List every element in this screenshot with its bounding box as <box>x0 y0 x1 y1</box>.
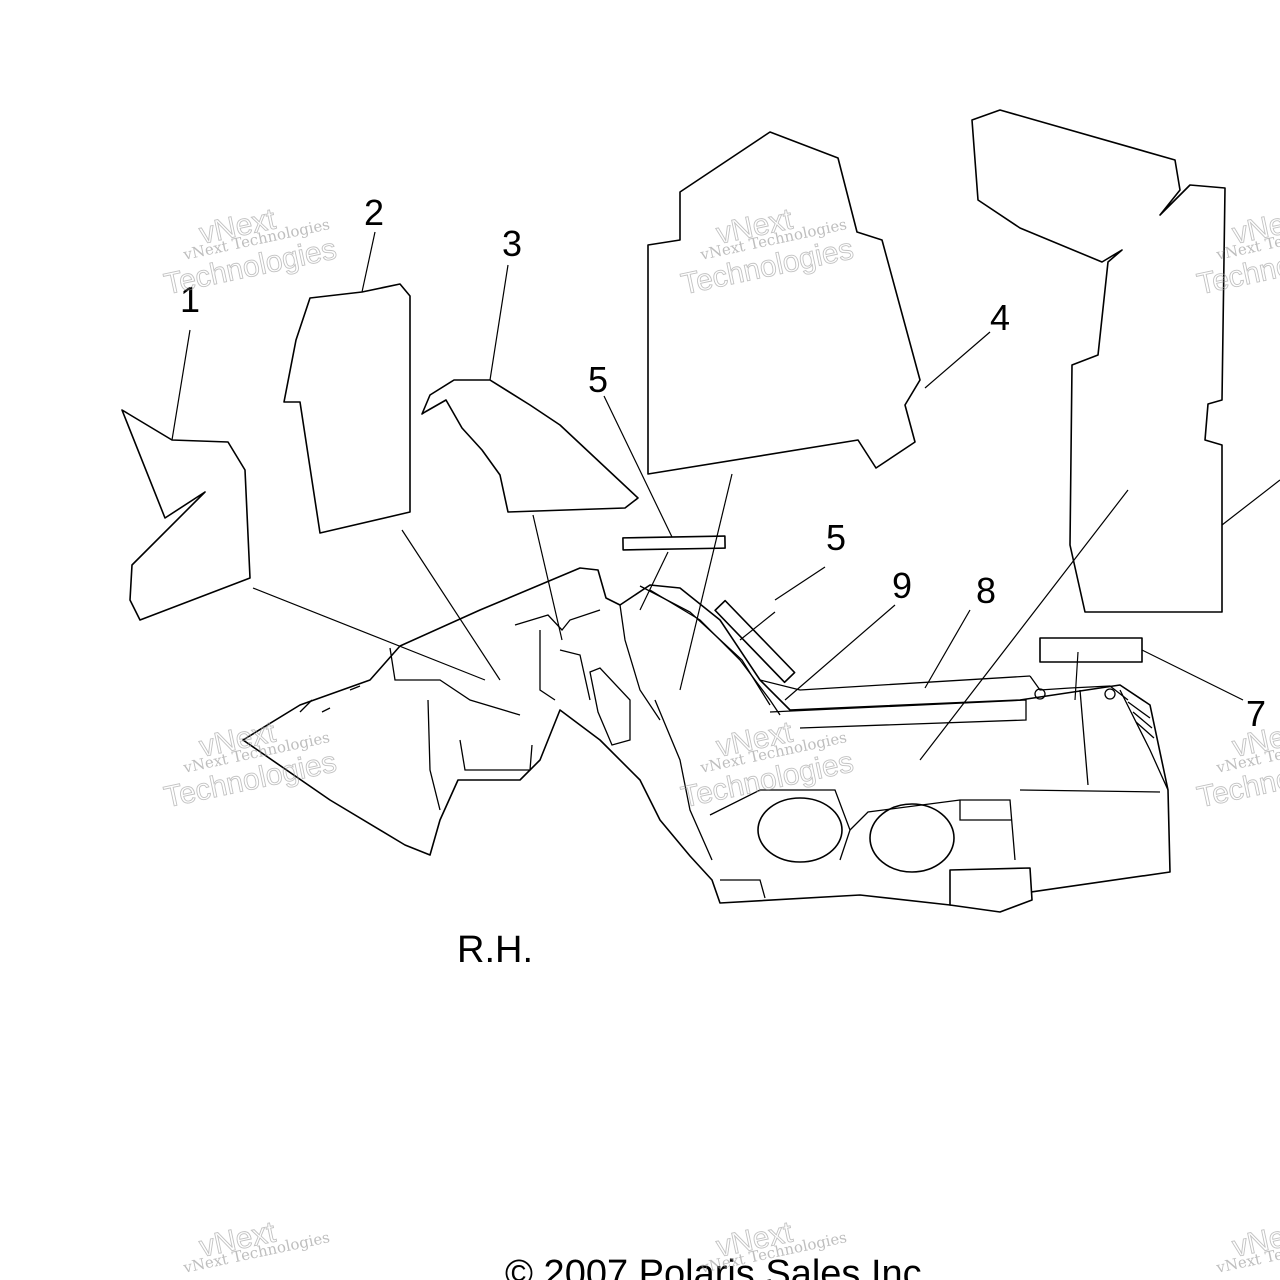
callout-5a: 5 <box>588 359 608 400</box>
strip-5b <box>714 599 796 684</box>
callout-5b: 5 <box>826 517 846 558</box>
callout-7: 7 <box>1246 693 1266 734</box>
strip-7 <box>1039 637 1143 663</box>
pad-4 <box>647 131 921 475</box>
callout-8: 8 <box>976 570 996 611</box>
callout-1: 1 <box>180 279 200 320</box>
pad-2 <box>283 283 411 534</box>
leader-lines <box>171 231 1280 761</box>
callout-3: 3 <box>502 223 522 264</box>
strip-5a <box>622 535 726 551</box>
pad-6 <box>971 109 1226 613</box>
callout-9: 9 <box>892 565 912 606</box>
side-label: R.H. <box>457 929 533 971</box>
copyright-text: © 2007 Polaris Sales Inc. <box>505 1253 932 1280</box>
pad-3 <box>421 379 639 513</box>
pad-1 <box>121 409 251 621</box>
floor-assembly <box>242 567 1171 913</box>
callout-4: 4 <box>990 297 1010 338</box>
callout-2: 2 <box>364 192 384 233</box>
